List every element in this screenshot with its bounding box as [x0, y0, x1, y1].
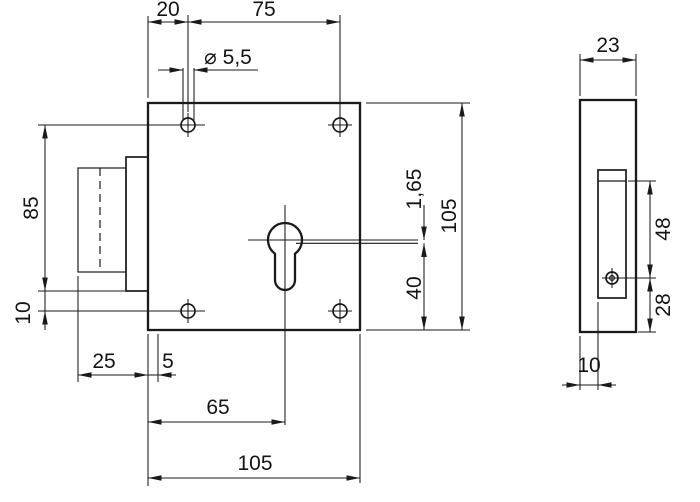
dimensions-bottom: 25 5 65 105: [77, 276, 361, 486]
side-view: [578, 98, 638, 334]
lock-case-body: [146, 101, 362, 332]
forend-plate: [125, 156, 149, 292]
dim-label-10: 10: [12, 301, 35, 324]
dim-label-48: 48: [652, 217, 675, 240]
dim-label-20: 20: [156, 0, 179, 21]
dim-label-23: 23: [596, 34, 619, 57]
dimensions-top: 20 75 ⌀ 5,5: [147, 0, 341, 121]
dim-label-40: 40: [403, 276, 426, 299]
bolt-outline: [77, 167, 127, 273]
dim-label-28: 28: [652, 293, 675, 316]
dim-label-105-width: 105: [237, 452, 272, 475]
dimensions-left: 85 10: [12, 124, 205, 330]
side-slot: [597, 169, 627, 299]
dim-label-1-65: 1,65: [403, 169, 426, 210]
dim-label-65: 65: [206, 396, 229, 419]
dim-label-25: 25: [92, 350, 115, 373]
front-view: [77, 101, 418, 425]
dimensions-right: 1,65 40 105: [366, 102, 470, 331]
side-profile: [578, 98, 638, 334]
dim-label-hole-dia: ⌀ 5,5: [204, 46, 252, 69]
dim-label-105-height: 105: [438, 198, 461, 233]
dim-label-75: 75: [252, 0, 275, 21]
dim-label-85: 85: [20, 196, 43, 219]
dim-label-5: 5: [162, 350, 174, 373]
dim-label-10-depth: 10: [577, 354, 600, 377]
dimensions-side-view: 23 48 28 10: [562, 34, 675, 390]
